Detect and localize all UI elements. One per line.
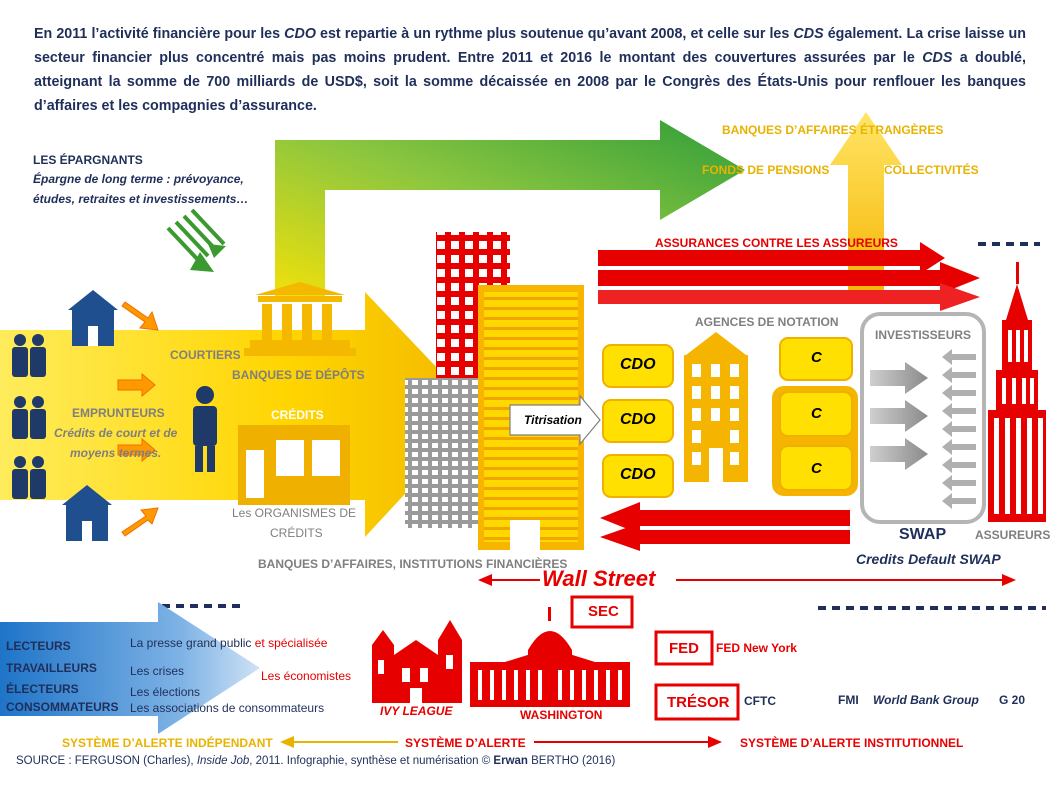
sec-box	[570, 595, 634, 629]
elections-label: Les élections	[130, 685, 201, 699]
credit-default-swap-label: Credits Default SWAP	[856, 551, 1001, 567]
insurers-tower-icon	[988, 262, 1046, 522]
gray-building-icon	[405, 378, 480, 528]
sec-label: SEC	[588, 603, 619, 620]
cftc-label: CFTC	[744, 694, 776, 708]
credit-organisms-label-2: CRÉDITS	[270, 526, 323, 540]
cdo-label-2: CDO	[620, 411, 656, 428]
insurers-label: ASSUREURS	[975, 528, 1051, 542]
credit-organisms-icon	[238, 425, 350, 505]
source-credit: SOURCE : FERGUSON (Charles), Inside Job,…	[16, 755, 615, 767]
green-flow-arrow	[275, 120, 745, 300]
communities-label: COLLECTIVITÉS	[884, 163, 979, 177]
wall-street-arrow	[478, 574, 1016, 586]
source-prefix: SOURCE : FERGUSON (Charles),	[16, 755, 197, 767]
bank-building-icon	[244, 282, 356, 356]
rating-agency-building-icon	[684, 332, 748, 482]
dotted-lines	[162, 242, 1046, 610]
tresor-label: TRÉSOR	[667, 694, 730, 711]
crises-label: Les crises	[130, 664, 185, 678]
pension-funds-label: FONDS DE PENSIONS	[702, 163, 830, 177]
source-title: Inside Job	[196, 755, 250, 767]
wall-street-label: Wall Street	[542, 566, 656, 591]
intro-text-1: En 2011 l’activité financière pour les	[34, 26, 285, 42]
credit-organisms-label-1: Les ORGANISMES DE	[232, 506, 357, 520]
alert-system-label: SYSTÈME D’ALERTE	[405, 736, 526, 750]
investment-banks-label: BANQUES D’AFFAIRES, INSTITUTIONS FINANCI…	[258, 557, 568, 571]
economists-label: Les économistes	[261, 669, 352, 683]
borrowers-desc-1: Crédits de court et de	[54, 426, 178, 440]
savings-arrows-icon	[166, 208, 226, 272]
foreign-banks-label: BANQUES D’AFFAIRES ÉTRANGÈRES	[722, 123, 944, 137]
voters-label: ÉLECTEURS	[6, 682, 79, 696]
swap-label: SWAP	[899, 526, 947, 543]
alert-arrows	[280, 736, 722, 748]
fed-new-york-label: FED New York	[716, 641, 797, 655]
house-icon	[62, 485, 112, 541]
deposit-banks-label: BANQUES DE DÉPÔTS	[232, 368, 365, 382]
public-blue-arrow	[0, 602, 260, 734]
cdo-label-1: CDO	[620, 356, 656, 373]
ivy-league-building-icon	[372, 620, 462, 703]
g20-label: G 20	[999, 693, 1026, 707]
credits-big-arrow	[0, 292, 480, 537]
source-author-bold: Erwan	[493, 755, 528, 767]
savers-title: LES ÉPARGNANTS	[33, 153, 143, 167]
banker-person-icon	[193, 386, 217, 472]
press-specialized: et spécialisée	[254, 636, 328, 650]
intro-cdo: CDO	[284, 26, 316, 42]
cdo-box	[602, 399, 674, 443]
intro-cds: CDS	[793, 26, 824, 42]
credits-label: CRÉDITS	[271, 408, 324, 422]
press-general: La presse grand public	[130, 636, 255, 650]
people-icon	[12, 334, 46, 499]
source-author-rest: BERTHO (2016)	[527, 755, 616, 767]
c-label-3: C	[811, 460, 822, 477]
ivy-league-label: IVY LEAGUE	[380, 704, 453, 718]
workers-label: TRAVAILLEURS	[6, 661, 97, 675]
orange-arrows-icon	[117, 301, 159, 537]
press-label: La presse grand public et spécialisée	[130, 636, 327, 650]
borrowers-desc-2: moyens termes.	[70, 446, 162, 460]
c-boxes	[772, 337, 858, 496]
fmi-label: FMI	[838, 693, 859, 707]
swap-return-arrows-icon	[600, 502, 850, 551]
titrisation-label: Titrisation	[524, 413, 582, 427]
intro-paragraph: En 2011 l’activité financière pour les C…	[34, 22, 1026, 118]
intro-text-3: également. La crise laisse un secteur fi…	[34, 26, 1026, 66]
consumers-label: CONSOMMATEURS	[6, 700, 119, 714]
fed-box	[654, 630, 714, 666]
titrisation-arrow	[509, 394, 601, 446]
cdo-label-3: CDO	[620, 466, 656, 483]
c-label-2: C	[811, 405, 822, 422]
cdo-box	[602, 454, 674, 498]
insurance-label: ASSURANCES CONTRE LES ASSUREURS	[655, 236, 898, 250]
source-middle: , 2011. Infographie, synthèse et numéris…	[249, 755, 494, 767]
intro-text-4: a doublé, atteignant la somme de 700 mil…	[34, 50, 1026, 114]
washington-label: WASHINGTON	[520, 708, 603, 722]
world-bank-label: World Bank Group	[873, 693, 979, 707]
house-icon	[68, 290, 118, 346]
washington-capitol-icon	[470, 607, 630, 707]
cdo-box	[602, 344, 674, 388]
fed-label: FED	[669, 640, 699, 657]
insurance-arrows-icon	[598, 242, 980, 311]
rating-agencies-label: AGENCES DE NOTATION	[695, 315, 839, 329]
institutional-alert-label: SYSTÈME D’ALERTE INSTITUTIONNEL	[740, 736, 964, 750]
tresor-box	[654, 683, 740, 721]
intro-cds-2: CDS	[922, 50, 953, 66]
independent-alert-label: SYSTÈME D’ALERTE INDÉPENDANT	[62, 736, 273, 750]
savers-desc-1: Épargne de long terme : prévoyance,	[33, 172, 244, 186]
savers-desc-2: études, retraites et investissements…	[33, 192, 249, 206]
investors-label: INVESTISSEURS	[875, 328, 972, 342]
borrowers-label: EMPRUNTEURS	[72, 406, 165, 420]
cdo-boxes	[602, 344, 674, 498]
c-label-1: C	[811, 349, 822, 366]
associations-label: Les associations de consommateurs	[130, 701, 325, 715]
readers-label: LECTEURS	[6, 639, 71, 653]
investors-box	[860, 312, 986, 524]
brokers-label: COURTIERS	[170, 348, 241, 362]
intro-text-2: est repartie à un rythme plus soutenue q…	[315, 26, 794, 42]
